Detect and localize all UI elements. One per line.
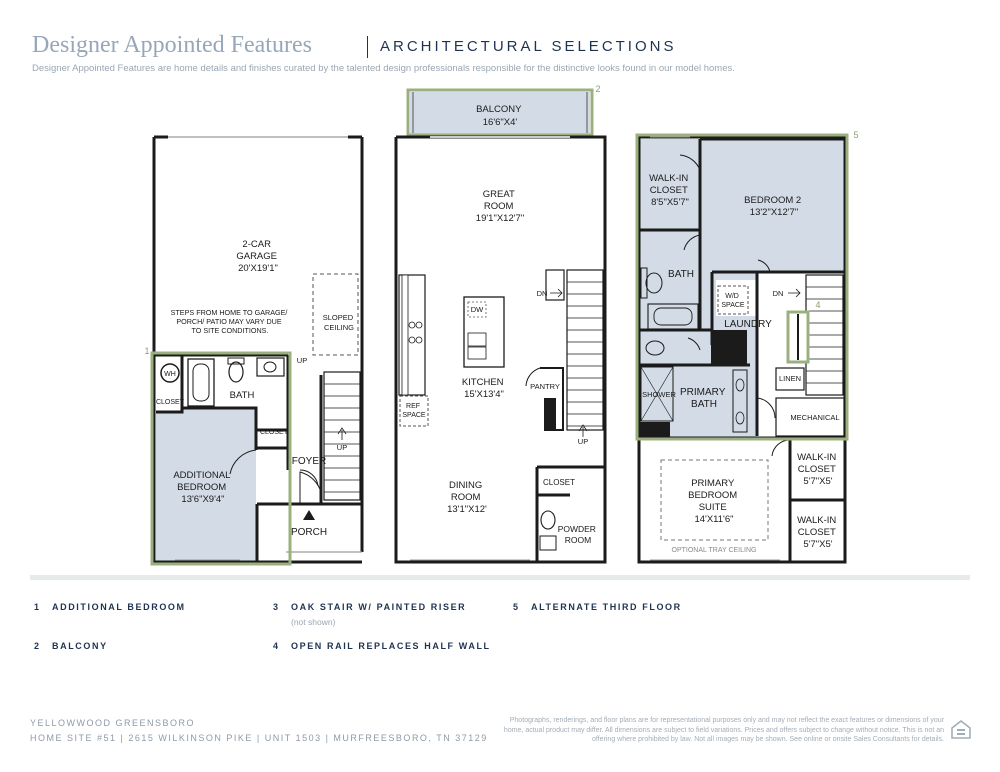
up-label-1: UP [297,356,307,365]
ref-space-label: REF SPACE [402,403,426,419]
walk-in-closet-label-2: WALK-IN CLOSET 5'7"X5' [797,452,839,487]
first-floor-plan: 2-CAR GARAGE 20'X19'1" STEPS FROM HOME T… [144,135,364,566]
tray-ceiling-label: OPTIONAL TRAY CEILING [672,547,757,554]
third-floor-plan: WALK-IN CLOSET 8'5"X5'7" BEDROOM 2 13'2"… [635,130,859,564]
closet-label-2: CLOSET [260,429,289,436]
balcony-outline [406,88,594,137]
marker-2: 2 [595,84,600,94]
wd-space-label: W/D SPACE [721,293,745,309]
equal-housing-icon [951,719,971,739]
porch-label: PORCH [291,527,327,538]
closet-label-3: CLOSET [543,478,575,487]
dn-label: DN [537,289,548,298]
shower-label: SHOWER [642,390,676,399]
foyer-label: FOYER [292,456,326,467]
additional-bedroom-highlight [156,408,256,561]
marker-5: 5 [853,130,858,140]
community-name: YELLOWWOOD GREENSBORO [30,718,196,728]
second-floor-plan: BALCONY 16'6"X4' GREAT ROOM 19'1"X12'7" … [394,84,607,564]
sloped-ceiling-label: SLOPED CEILING [323,313,356,332]
mechanical-label: MECHANICAL [790,413,839,422]
dining-label: DINING ROOM 13'1"X12' [447,480,487,515]
bath-label: BATH [230,390,255,401]
linen-label: LINEN [779,374,801,383]
garage-label: 2-CAR GARAGE 20'X19'1" [236,239,279,274]
page-subtitle: ARCHITECTURAL SELECTIONS [380,38,677,55]
steps-note: STEPS FROM HOME TO GARAGE/ PORCH/ PATIO … [171,308,290,335]
up-label-2: UP [337,443,347,452]
primary-suite-label: PRIMARY BEDROOM SUITE 14'X11'6" [688,478,740,525]
marker-4: 4 [815,300,820,310]
kitchen-label: KITCHEN 15'X13'4" [462,377,506,400]
title-divider [367,36,368,58]
wh-label: WH [164,371,176,378]
bedroom-2-label: BEDROOM 2 13'2"X12'7" [744,195,804,218]
page-title: Designer Appointed Features [32,32,312,58]
primary-bath-label: PRIMARY BATH [680,387,728,410]
marker-1: 1 [144,346,149,356]
third-floor-dn-label: DN [773,289,784,298]
additional-bedroom-label: ADDITIONAL BEDROOM 13'6"X9'4" [173,470,232,505]
third-floor-bath-label: BATH [668,269,694,280]
balcony-highlight [410,92,590,134]
alternate-third-floor-outline [635,133,849,441]
additional-bedroom-outline [150,351,292,566]
closet-label-1: CLOSET [156,399,185,406]
home-site-address: HOME SITE #51 | 2615 WILKINSON PIKE | UN… [30,733,488,743]
section-divider [30,575,970,580]
page-description: Designer Appointed Features are home det… [32,63,735,74]
great-room-label: GREAT ROOM 19'1"X12'7" [476,189,524,224]
walk-in-closet-label-3: WALK-IN CLOSET 5'7"X5' [797,515,839,550]
floor-plans: 2-CAR GARAGE 20'X19'1" STEPS FROM HOME T… [144,84,859,566]
legend-note-3: (not shown) [291,617,336,627]
up-label-3: UP [578,437,588,446]
laundry-label: LAUNDRY [724,319,772,330]
pantry-label: PANTRY [530,382,560,391]
powder-room-label: POWDER ROOM [558,524,599,545]
dw-label: DW [471,305,484,314]
walk-in-closet-label-1: WALK-IN CLOSET 8'5"X5'7" [649,173,691,208]
disclaimer: Photographs, renderings, and floor plans… [503,717,944,743]
balcony-label: BALCONY 16'6"X4' [476,104,524,128]
